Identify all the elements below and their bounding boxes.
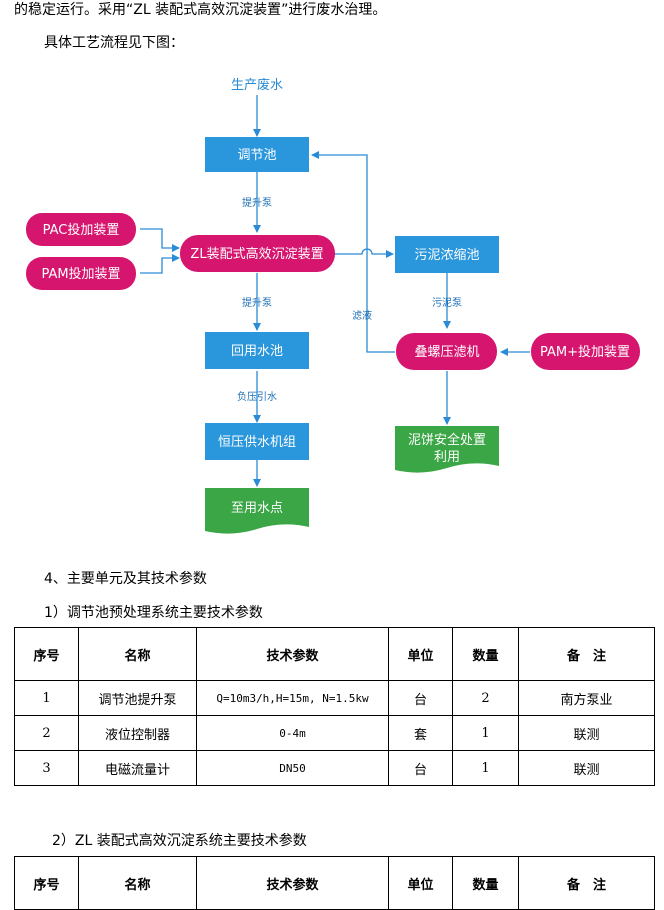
supply-label: 恒压供水机组	[218, 435, 296, 450]
cell-remark: 南方泵业	[518, 680, 655, 716]
cell-name: 调节池提升泵	[78, 680, 197, 716]
table1-header-row: 序号 名称 技术参数 单位 数量 备 注	[14, 627, 655, 681]
source-label: 生产废水	[231, 77, 283, 93]
return-tank-label: 回用水池	[231, 344, 283, 359]
flow-caption: 具体工艺流程见下图：	[44, 35, 184, 51]
pump1-label: 提升泵	[242, 197, 272, 209]
tiaojiechi-label: 调节池	[237, 148, 276, 163]
th-remark: 备 注	[518, 627, 655, 681]
edge-zl-to-sludge-tank	[335, 248, 394, 258]
pam-plus-node	[531, 333, 640, 370]
cell-params: 0-4m	[196, 715, 389, 751]
cell-remark: 联测	[518, 715, 655, 751]
cell-qty: 2	[452, 680, 519, 716]
th-remark: 备 注	[518, 856, 655, 910]
filtrate-label: 滤液	[352, 309, 372, 322]
cell-unit: 台	[388, 750, 453, 786]
cell-index: 3	[14, 750, 79, 786]
cell-index: 2	[14, 715, 79, 751]
zl-device-node	[180, 235, 335, 272]
table2-header-row: 序号 名称 技术参数 单位 数量 备 注	[14, 856, 655, 910]
pac-label: PAC投加装置	[43, 222, 120, 238]
cell-params: DN50	[196, 750, 389, 786]
pam-label: PAM投加装置	[41, 266, 120, 282]
th-name: 名称	[78, 627, 197, 681]
table2-title: 2）ZL 装配式高效沉淀系统主要技术参数	[52, 833, 307, 849]
th-name: 名称	[78, 856, 197, 910]
cell-name: 电磁流量计	[78, 750, 197, 786]
return-tank-box	[205, 332, 309, 369]
th-unit: 单位	[388, 856, 453, 910]
th-unit: 单位	[388, 627, 453, 681]
cake-disposal-node	[395, 426, 499, 473]
pam-node	[26, 257, 136, 290]
tiaojiechi-box	[205, 137, 309, 172]
zl-device-label: ZL装配式高效沉淀装置	[190, 246, 323, 262]
table-row: 2 液位控制器 0-4m 套 1 联测	[14, 715, 655, 751]
sludge-tank-box	[395, 236, 499, 273]
pac-node	[26, 213, 136, 246]
pump2-label: 提升泵	[242, 297, 272, 309]
cake-line1: 泥饼安全处置	[408, 432, 486, 448]
table1: 序号 名称 技术参数 单位 数量 备 注 1 调节池提升泵 Q=10m3/h,H…	[14, 627, 655, 786]
table-row: 3 电磁流量计 DN50 台 1 联测	[14, 750, 655, 786]
cell-index: 1	[14, 680, 79, 716]
suction-label: 负压引水	[237, 390, 277, 403]
cell-qty: 1	[452, 715, 519, 751]
cell-remark: 联测	[518, 750, 655, 786]
supply-box	[205, 423, 309, 460]
cell-name: 液位控制器	[78, 715, 197, 751]
endpoint-node	[205, 488, 309, 534]
th-params: 技术参数	[196, 627, 389, 681]
edge-filtrate-return	[311, 151, 395, 353]
pam-plus-label: PAM+投加装置	[540, 344, 630, 360]
th-qty: 数量	[452, 627, 519, 681]
edge-pam-to-zl	[140, 254, 180, 274]
cell-unit: 台	[388, 680, 453, 716]
section4-heading: 4、主要单元及其技术参数	[44, 571, 207, 587]
intro-line: 的稳定运行。采用“ZL 装配式高效沉淀装置”进行废水治理。	[14, 2, 387, 18]
press-node	[396, 333, 497, 370]
th-qty: 数量	[452, 856, 519, 910]
table2: 序号 名称 技术参数 单位 数量 备 注	[14, 856, 655, 910]
th-index: 序号	[14, 627, 79, 681]
th-index: 序号	[14, 856, 79, 910]
sludge-pump-label: 污泥泵	[432, 296, 462, 309]
press-label: 叠螺压滤机	[414, 345, 479, 360]
endpoint-label: 至用水点	[231, 501, 283, 516]
sludge-tank-label: 污泥浓缩池	[414, 247, 479, 263]
cell-unit: 套	[388, 715, 453, 751]
cell-params: Q=10m3/h,H=15m, N=1.5kw	[196, 680, 389, 716]
th-params: 技术参数	[196, 856, 389, 910]
process-flow-diagram: 生产废水 调节池 提升泵 PAC投加装置 PAM投加装置 ZL装配式高效沉淀装置…	[26, 77, 640, 534]
cell-qty: 1	[452, 750, 519, 786]
table1-title: 1）调节池预处理系统主要技术参数	[44, 605, 263, 621]
table-row: 1 调节池提升泵 Q=10m3/h,H=15m, N=1.5kw 台 2 南方泵…	[14, 680, 655, 716]
cake-line2: 利用	[434, 450, 460, 465]
edge-pac-to-zl	[140, 228, 180, 252]
